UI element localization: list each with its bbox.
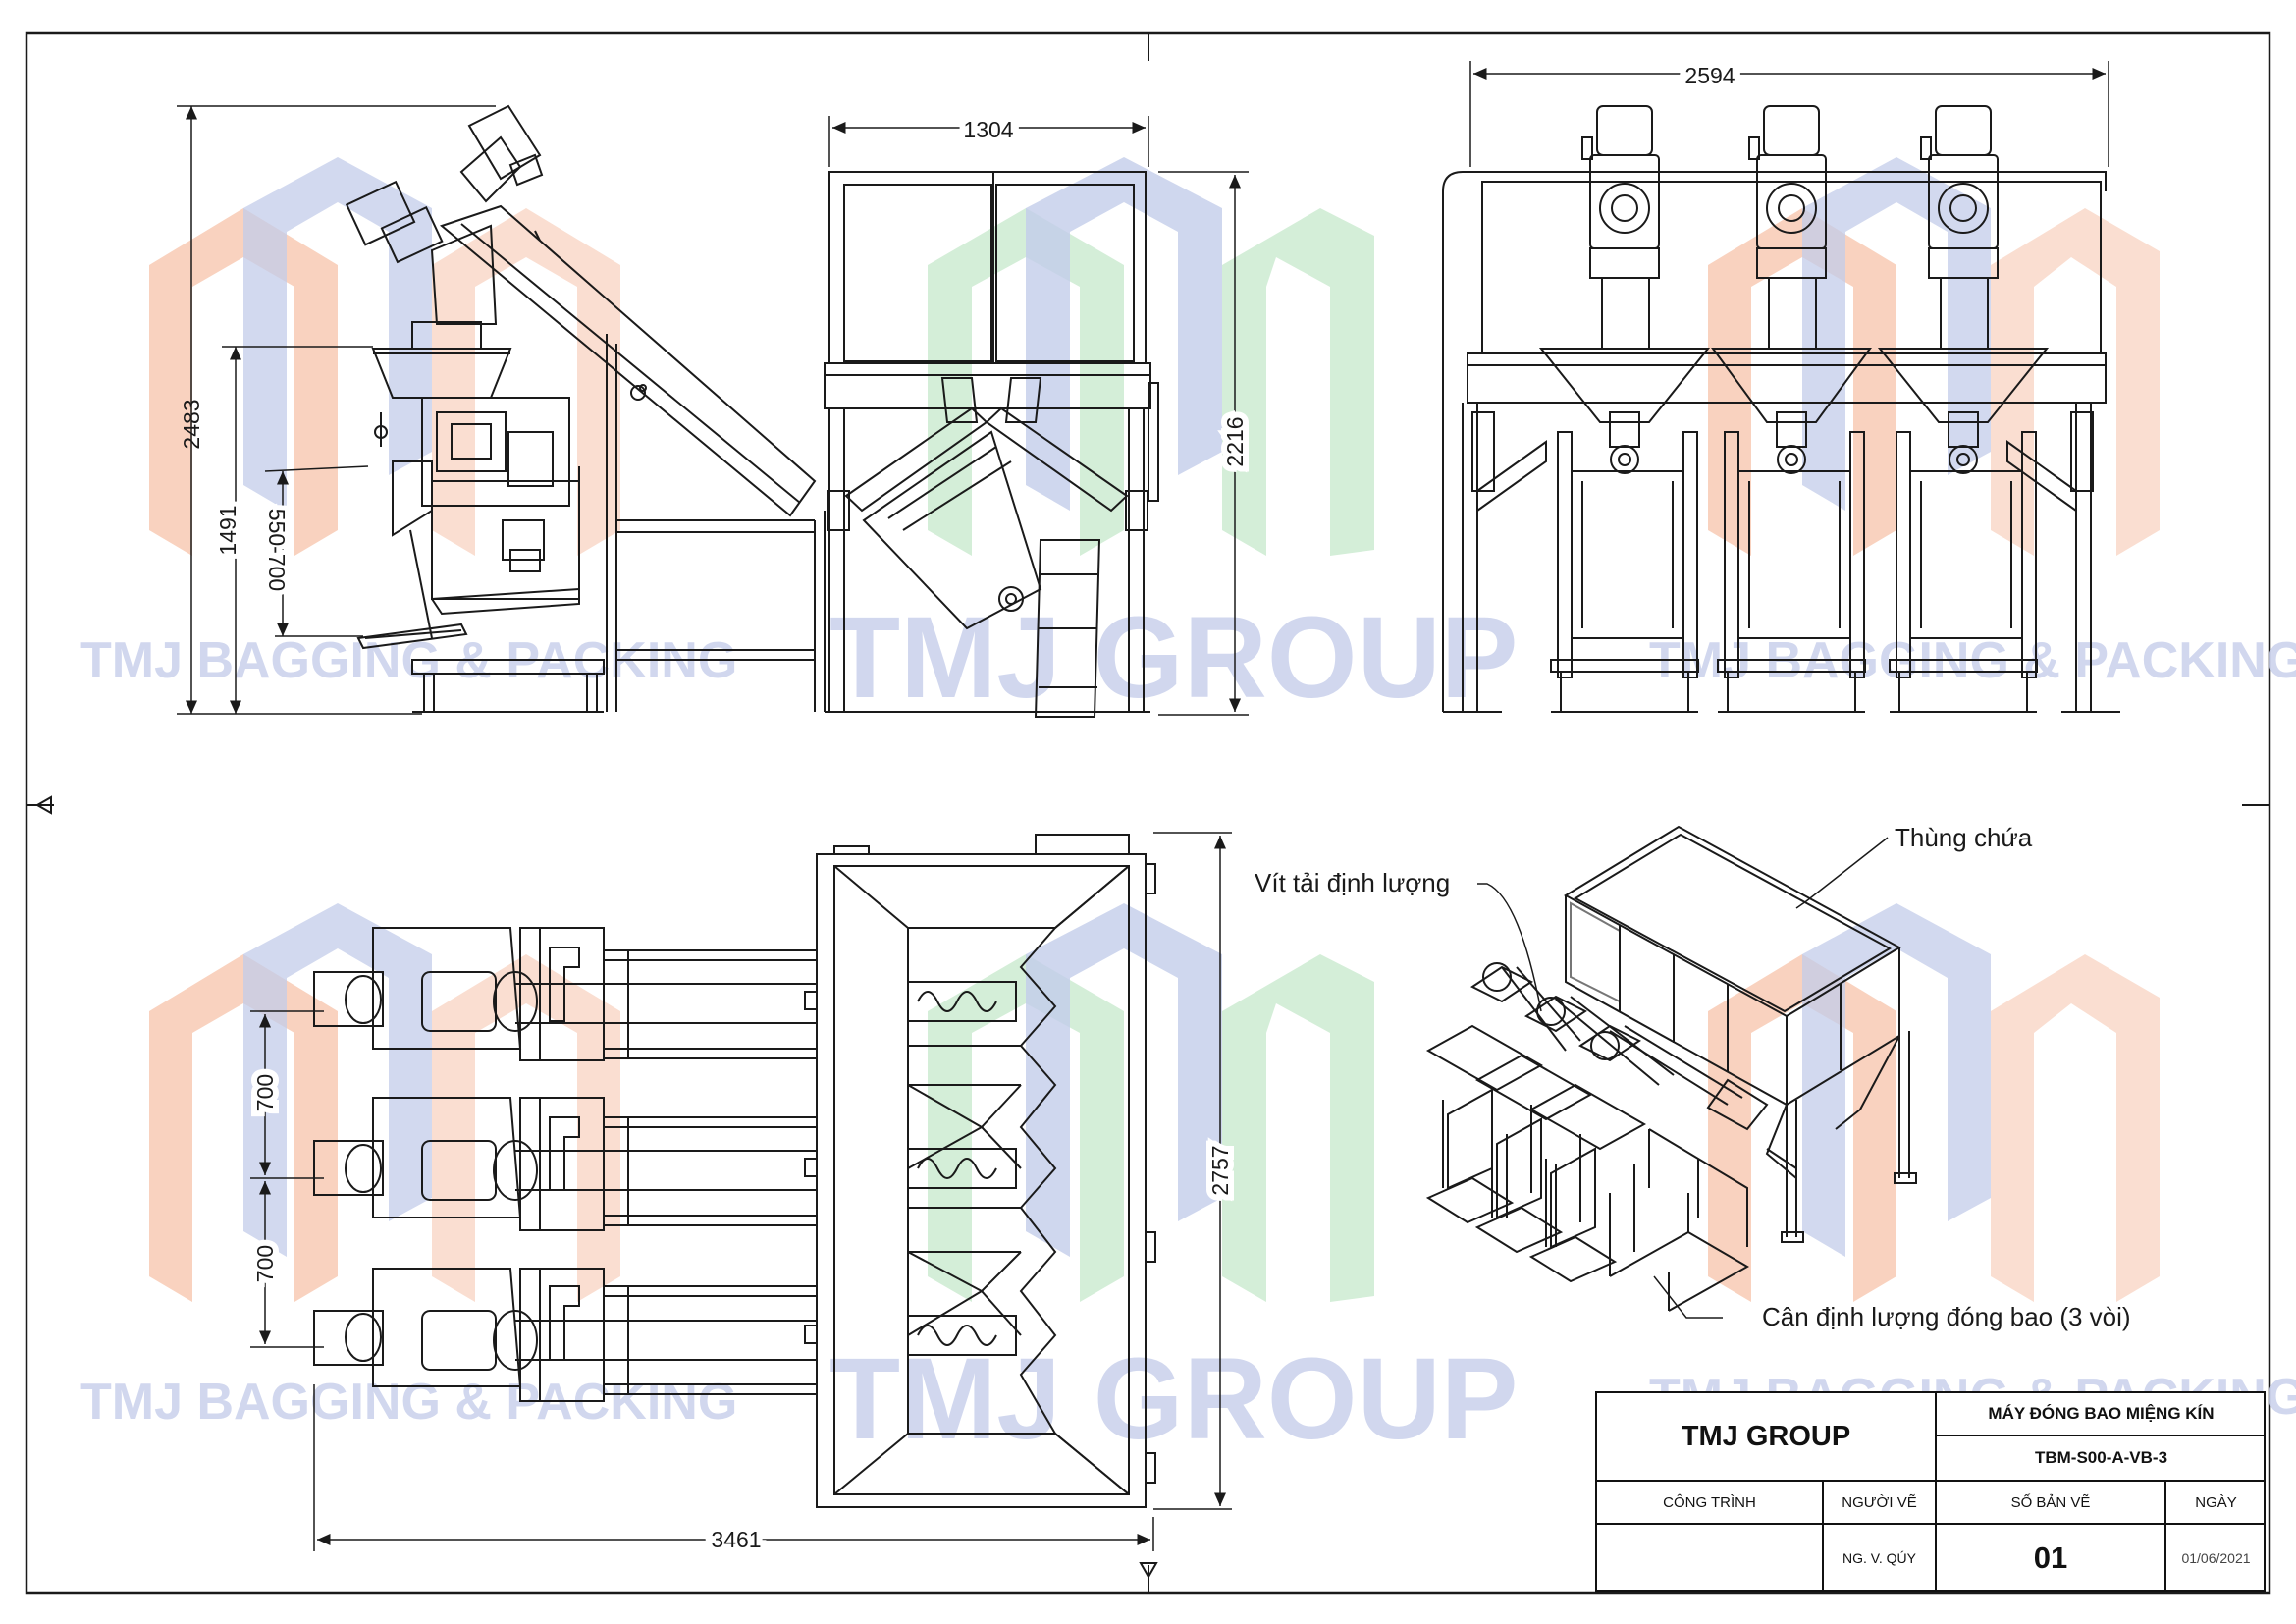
rear-elevation-dimensions bbox=[1469, 61, 2109, 167]
title-block-header-sheet: SỐ BẢN VẼ bbox=[1935, 1480, 2164, 1523]
title-block-title: MÁY ĐÓNG BAO MIỆNG KÍN bbox=[1935, 1393, 2266, 1436]
plan-bagging-head-1 bbox=[313, 927, 605, 1061]
isometric-station-3 bbox=[1528, 1024, 1743, 1283]
watermark-logo-bottom-right bbox=[1708, 903, 2160, 1302]
plan-view bbox=[313, 834, 1156, 1508]
isometric-view bbox=[1425, 825, 1917, 1312]
title-block-drawing-code: TBM-S00-A-VB-3 bbox=[1935, 1436, 2266, 1480]
plan-view-dimensions bbox=[250, 832, 1232, 1551]
title-block-header-date: NGÀY bbox=[2164, 1480, 2266, 1523]
side-elevation-view bbox=[345, 104, 826, 713]
rear-spout-unit-1 bbox=[1538, 105, 1711, 713]
rear-spout-unit-3 bbox=[1877, 105, 2050, 713]
dim-front-frame-width: 1304 bbox=[963, 117, 1013, 142]
dim-plan-length: 3461 bbox=[711, 1527, 761, 1552]
watermark-logo-top-center bbox=[928, 157, 1374, 556]
dim-side-height-total: 2483 bbox=[179, 399, 204, 449]
dim-plan-spacing-1: 700 bbox=[252, 1074, 278, 1111]
title-block: TMJ GROUP MÁY ĐÓNG BAO MIỆNG KÍN TBM-S00… bbox=[1595, 1391, 2266, 1592]
callout-labels: Thùng chứa Vít tải định lượng Cân định l… bbox=[1255, 823, 2131, 1331]
plan-bagging-head-3 bbox=[313, 1268, 605, 1402]
rear-spout-unit-2 bbox=[1711, 105, 1872, 713]
watermark-logo-bottom-center bbox=[928, 903, 1374, 1302]
title-block-header-drawer: NGƯỜI VẼ bbox=[1822, 1480, 1935, 1523]
title-block-project bbox=[1597, 1523, 1822, 1592]
dim-plan-depth: 2757 bbox=[1207, 1145, 1233, 1195]
watermark-logo-top-right bbox=[1708, 157, 2160, 556]
title-block-header-project: CÔNG TRÌNH bbox=[1597, 1480, 1822, 1523]
watermark-logos bbox=[149, 157, 2160, 1302]
watermark-brand-large-bottom: TMJ GROUP bbox=[829, 1334, 1519, 1464]
callout-leaders bbox=[1477, 837, 1889, 1319]
side-elevation-dimension-labels: 2483 1491 550-700 bbox=[179, 399, 294, 596]
title-block-sheet-number: 01 bbox=[1935, 1523, 2164, 1592]
dim-rear-overall-width: 2594 bbox=[1684, 63, 1735, 88]
dim-side-bag-range: 550-700 bbox=[264, 509, 290, 591]
plan-conveyor-arm-2 bbox=[515, 1116, 817, 1226]
front-frame-view bbox=[824, 171, 1159, 718]
isometric-station-2 bbox=[1474, 995, 1675, 1254]
dim-front-frame-height: 2216 bbox=[1222, 416, 1248, 466]
isometric-station-1 bbox=[1425, 962, 1581, 1224]
dim-plan-spacing-2: 700 bbox=[252, 1245, 278, 1282]
callout-screw: Vít tải định lượng bbox=[1255, 868, 1450, 897]
title-block-date: 01/06/2021 bbox=[2164, 1523, 2266, 1592]
plan-conveyor-arm-3 bbox=[515, 1285, 817, 1395]
plan-view-dimension-labels: 700 700 2757 3461 bbox=[246, 1068, 1239, 1558]
side-elevation-dimensions bbox=[177, 105, 496, 715]
title-block-company: TMJ GROUP bbox=[1681, 1420, 1851, 1452]
dim-side-height-spout: 1491 bbox=[215, 505, 240, 555]
centering-marks bbox=[27, 33, 2269, 1593]
plan-conveyor-arm-1 bbox=[515, 949, 817, 1059]
callout-hopper: Thùng chứa bbox=[1895, 823, 2033, 852]
callout-scale: Cân định lượng đóng bao (3 vòi) bbox=[1762, 1302, 2131, 1331]
front-frame-dimension-labels: 1304 2216 bbox=[957, 111, 1254, 473]
watermark-brand-small-bottom-left: TMJ BAGGING & PACKING bbox=[80, 1374, 737, 1431]
plan-bagging-head-2 bbox=[313, 1097, 605, 1231]
title-block-drawer: NG. V. QÚY bbox=[1822, 1523, 1935, 1592]
front-frame-dimensions bbox=[828, 116, 1249, 716]
rear-elevation-view bbox=[1442, 105, 2120, 713]
watermark-brand-large-top: TMJ GROUP bbox=[829, 593, 1519, 723]
watermark-logo-top-left bbox=[149, 157, 620, 556]
